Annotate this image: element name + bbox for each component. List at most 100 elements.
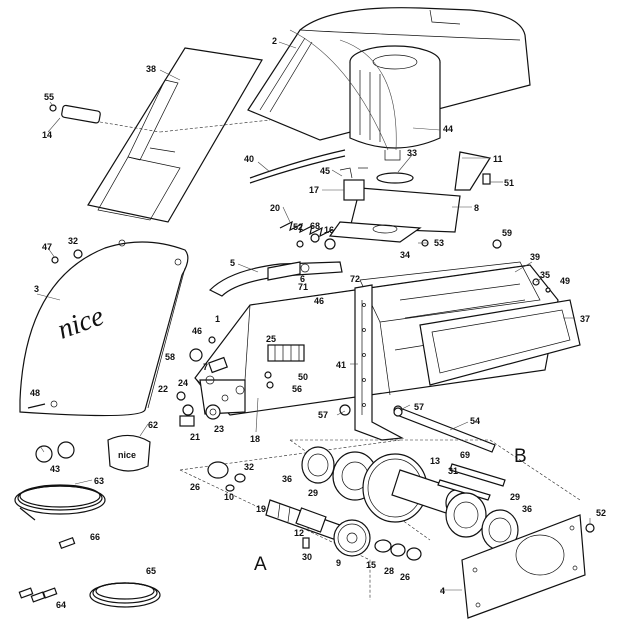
part-label-52: 52 bbox=[293, 222, 303, 232]
part-label-29: 29 bbox=[510, 492, 520, 502]
part-label-35: 35 bbox=[540, 270, 550, 280]
part-label-51: 51 bbox=[504, 178, 514, 188]
part-label-19: 19 bbox=[256, 504, 266, 514]
part-label-36: 36 bbox=[282, 474, 292, 484]
part-label-44: 44 bbox=[443, 124, 453, 134]
part-label-43: 43 bbox=[50, 464, 60, 474]
rod bbox=[393, 405, 496, 453]
part-label-38: 38 bbox=[146, 64, 156, 74]
part-label-41: 41 bbox=[336, 360, 346, 370]
cover-plate bbox=[87, 47, 263, 223]
part-label-26: 26 bbox=[190, 482, 200, 492]
part-label-64: 64 bbox=[56, 600, 66, 610]
coiled-cable bbox=[14, 484, 106, 521]
part-label-69: 69 bbox=[460, 450, 470, 460]
end-caps bbox=[35, 441, 75, 463]
part-label-25: 25 bbox=[266, 334, 276, 344]
selector-cap: nice bbox=[107, 434, 151, 472]
section-label-b: B bbox=[514, 446, 527, 467]
gasket-plate bbox=[419, 299, 581, 386]
part-label-5: 5 bbox=[230, 258, 235, 268]
terminal-block bbox=[267, 344, 305, 362]
motor-mount-box bbox=[328, 187, 461, 243]
part-label-39: 39 bbox=[530, 252, 540, 262]
part-label-31: 31 bbox=[448, 466, 458, 476]
part-label-65: 65 bbox=[146, 566, 156, 576]
small-fixings-upper bbox=[296, 233, 336, 250]
o-ring bbox=[376, 172, 414, 184]
part-label-45: 45 bbox=[320, 166, 330, 176]
part-label-56: 56 bbox=[292, 384, 302, 394]
release-key-part bbox=[49, 104, 271, 133]
part-label-12: 12 bbox=[294, 528, 304, 538]
section-label-a: A bbox=[254, 554, 267, 575]
gearbox-housing bbox=[194, 261, 559, 416]
part-label-6: 6 bbox=[300, 274, 305, 284]
release-lever bbox=[208, 261, 343, 297]
part-label-72: 72 bbox=[350, 274, 360, 284]
part-label-49: 49 bbox=[560, 276, 570, 286]
end-plate bbox=[461, 514, 586, 619]
part-label-24: 24 bbox=[178, 378, 188, 388]
part-label-7: 7 bbox=[203, 362, 208, 372]
plugs bbox=[18, 537, 76, 603]
part-label-18: 18 bbox=[250, 434, 260, 444]
power-cable bbox=[249, 149, 346, 184]
leader-lines bbox=[36, 41, 591, 591]
part-label-29: 29 bbox=[308, 488, 318, 498]
part-label-14: 14 bbox=[42, 130, 52, 140]
part-label-46: 46 bbox=[314, 296, 324, 306]
motor-bracket bbox=[454, 151, 491, 191]
part-label-37: 37 bbox=[580, 314, 590, 324]
gear-train-a bbox=[179, 439, 422, 600]
spiral-coil bbox=[89, 582, 161, 608]
part-label-58: 58 bbox=[165, 352, 175, 362]
part-label-71: 71 bbox=[298, 282, 308, 292]
part-label-46: 46 bbox=[192, 326, 202, 336]
part-label-22: 22 bbox=[158, 384, 168, 394]
part-label-15: 15 bbox=[366, 560, 376, 570]
part-label-59: 59 bbox=[502, 228, 512, 238]
part-label-32: 32 bbox=[68, 236, 78, 246]
part-label-40: 40 bbox=[244, 154, 254, 164]
part-label-11: 11 bbox=[493, 154, 503, 164]
part-label-10: 10 bbox=[224, 492, 234, 502]
part-label-34: 34 bbox=[400, 250, 410, 260]
part-label-17: 17 bbox=[309, 185, 319, 195]
svg-text:nice: nice bbox=[118, 450, 136, 460]
part-label-50: 50 bbox=[298, 372, 308, 382]
part-label-48: 48 bbox=[30, 388, 40, 398]
part-label-33: 33 bbox=[407, 148, 417, 158]
part-label-16: 16 bbox=[324, 225, 334, 235]
cable-glands bbox=[176, 391, 221, 427]
part-label-9: 9 bbox=[336, 558, 341, 568]
part-label-57: 57 bbox=[414, 402, 424, 412]
part-label-3: 3 bbox=[34, 284, 39, 294]
part-label-30: 30 bbox=[302, 552, 312, 562]
part-label-57: 57 bbox=[318, 410, 328, 420]
part-label-63: 63 bbox=[94, 476, 104, 486]
part-label-20: 20 bbox=[270, 203, 280, 213]
part-label-1: 1 bbox=[215, 314, 220, 324]
part-label-28: 28 bbox=[384, 566, 394, 576]
part-label-68: 68 bbox=[310, 221, 320, 231]
vertical-bracket bbox=[354, 284, 405, 441]
part-label-54: 54 bbox=[470, 416, 480, 426]
part-label-26: 26 bbox=[400, 572, 410, 582]
part-label-23: 23 bbox=[214, 424, 224, 434]
part-label-21: 21 bbox=[190, 432, 200, 442]
front-cover bbox=[19, 239, 189, 417]
gear-train-b bbox=[289, 439, 581, 551]
part-label-2: 2 bbox=[272, 36, 277, 46]
part-label-8: 8 bbox=[474, 203, 479, 213]
part-label-13: 13 bbox=[430, 456, 440, 466]
part-label-52: 52 bbox=[596, 508, 606, 518]
part-label-53: 53 bbox=[434, 238, 444, 248]
part-label-32: 32 bbox=[244, 462, 254, 472]
spring bbox=[279, 220, 333, 238]
part-number-labels: 2 38 55 14 44 40 33 11 45 51 17 8 20 52 … bbox=[30, 36, 606, 610]
part-label-47: 47 bbox=[42, 242, 52, 252]
part-label-66: 66 bbox=[90, 532, 100, 542]
part-label-62: 62 bbox=[148, 420, 158, 430]
